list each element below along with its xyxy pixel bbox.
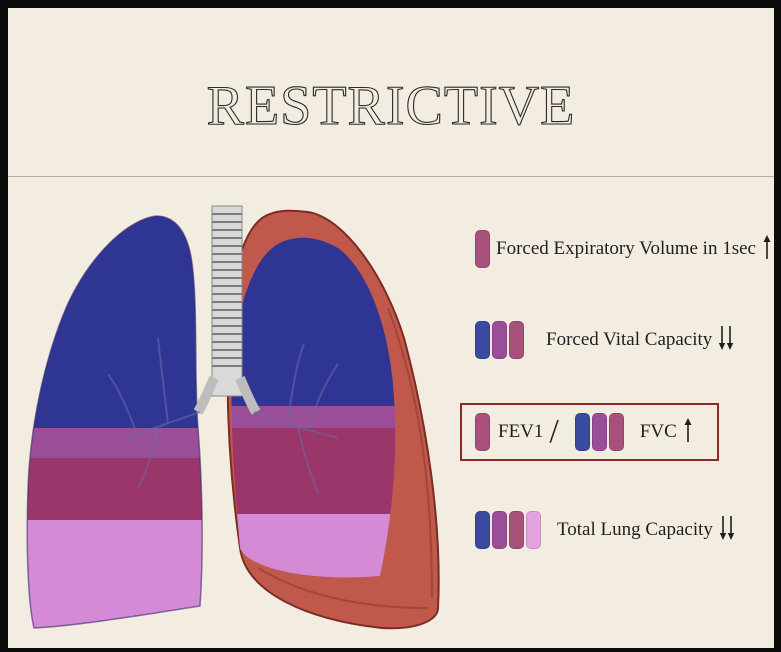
legend-fvc: Forced Vital Capacity — [475, 321, 734, 359]
fev1-label: Forced Expiratory Volume in 1sec — [496, 238, 756, 260]
tlc-chip-purple — [492, 511, 507, 549]
legend-tlc: Total Lung Capacity — [475, 511, 735, 549]
double-arrow-down-icon — [718, 325, 734, 355]
ratio-denominator: FVC — [640, 421, 677, 443]
legend-fev1: Forced Expiratory Volume in 1sec — [475, 230, 772, 268]
tlc-chip-mauve — [509, 511, 524, 549]
tlc-label: Total Lung Capacity — [557, 519, 713, 541]
lungs-icon — [8, 8, 468, 648]
fvc-chips — [475, 321, 526, 359]
fvc-chip-purple — [492, 321, 507, 359]
fev1-chip — [475, 230, 490, 268]
ratio-fvc-chip-mauve — [609, 413, 624, 451]
fvc-chip-mauve — [509, 321, 524, 359]
legend-ratio: FEV1 / FVC — [475, 413, 693, 451]
ratio-num-chips — [475, 413, 492, 451]
tlc-chips — [475, 511, 543, 549]
ratio-fvc-chip-blue — [575, 413, 590, 451]
fev1-chips — [475, 230, 492, 268]
tlc-chip-blue — [475, 511, 490, 549]
ratio-fvc-chip-purple — [592, 413, 607, 451]
fvc-chip-blue — [475, 321, 490, 359]
slide: RESTRICTIVE — [8, 8, 774, 648]
arrow-up-icon — [762, 234, 772, 264]
double-arrow-down-icon — [719, 515, 735, 545]
tlc-chip-pink — [526, 511, 541, 549]
ratio-numerator: FEV1 — [498, 421, 543, 443]
ratio-fev1-chip — [475, 413, 490, 451]
arrow-up-icon — [683, 417, 693, 447]
fvc-label: Forced Vital Capacity — [546, 329, 712, 351]
ratio-slash: / — [549, 415, 558, 449]
ratio-den-chips — [575, 413, 626, 451]
